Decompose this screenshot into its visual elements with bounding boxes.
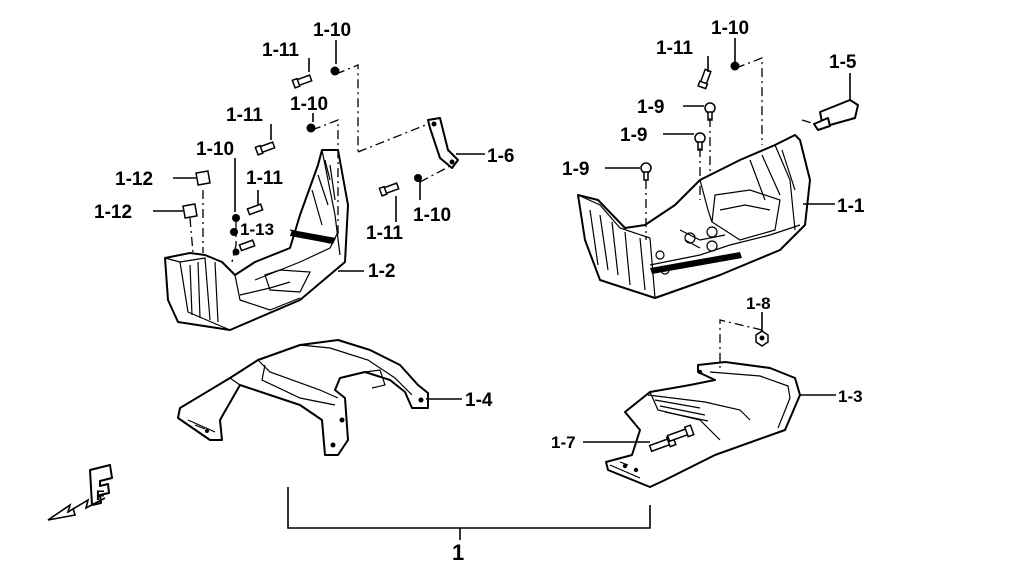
- stay-bracket-part: [427, 117, 459, 169]
- callout-1-5: 1-5: [829, 52, 857, 73]
- callout-1-9-left: 1-9: [562, 159, 589, 180]
- callout-leader-lines: [153, 38, 851, 540]
- callout-1-10-top-right: 1-10: [711, 18, 749, 39]
- callout-1-11-mid-left: 1-11: [226, 105, 263, 126]
- right-floorboard-part: [577, 134, 811, 299]
- front-direction-icon: [47, 464, 113, 521]
- assembly-guide-lines: [189, 57, 816, 368]
- callout-1-7: 1-7: [551, 433, 576, 452]
- left-frame-part: [177, 339, 429, 456]
- callout-1-1: 1-1: [837, 196, 865, 217]
- callout-1-8: 1-8: [746, 294, 771, 313]
- stay-plate-part: [813, 99, 859, 131]
- callout-1-11-top-right: 1-11: [656, 38, 693, 59]
- callout-1-3: 1-3: [838, 387, 863, 406]
- callout-1-10-left: 1-10: [196, 139, 234, 160]
- callout-1-2: 1-2: [368, 261, 395, 282]
- callout-1-9-middle: 1-9: [620, 125, 647, 146]
- callout-1-10-mid-left: 1-10: [290, 94, 328, 115]
- callout-1-11-left: 1-11: [246, 168, 283, 189]
- callout-1-12-upper: 1-12: [115, 169, 153, 190]
- front-marker-label: F: [96, 487, 105, 503]
- assembly-label: 1: [452, 540, 464, 565]
- callout-1-6: 1-6: [487, 146, 514, 167]
- callout-1-10-top-left: 1-10: [313, 20, 351, 41]
- hardware-bolts: [182, 61, 769, 453]
- callout-labels: 1-10 1-11 1-11 1-10 1-10 1-12 1-12 1-11 …: [94, 18, 865, 565]
- right-frame-part: [605, 361, 801, 488]
- callout-1-13: 1-13: [240, 220, 274, 239]
- callout-1-12-lower: 1-12: [94, 202, 132, 223]
- callout-1-10-center: 1-10: [413, 205, 451, 226]
- callout-1-11-top-left: 1-11: [262, 40, 299, 61]
- callout-1-4: 1-4: [465, 390, 493, 411]
- callout-1-11-center: 1-11: [366, 223, 403, 244]
- left-floorboard-part: [164, 149, 349, 331]
- callout-1-9-top: 1-9: [637, 97, 664, 118]
